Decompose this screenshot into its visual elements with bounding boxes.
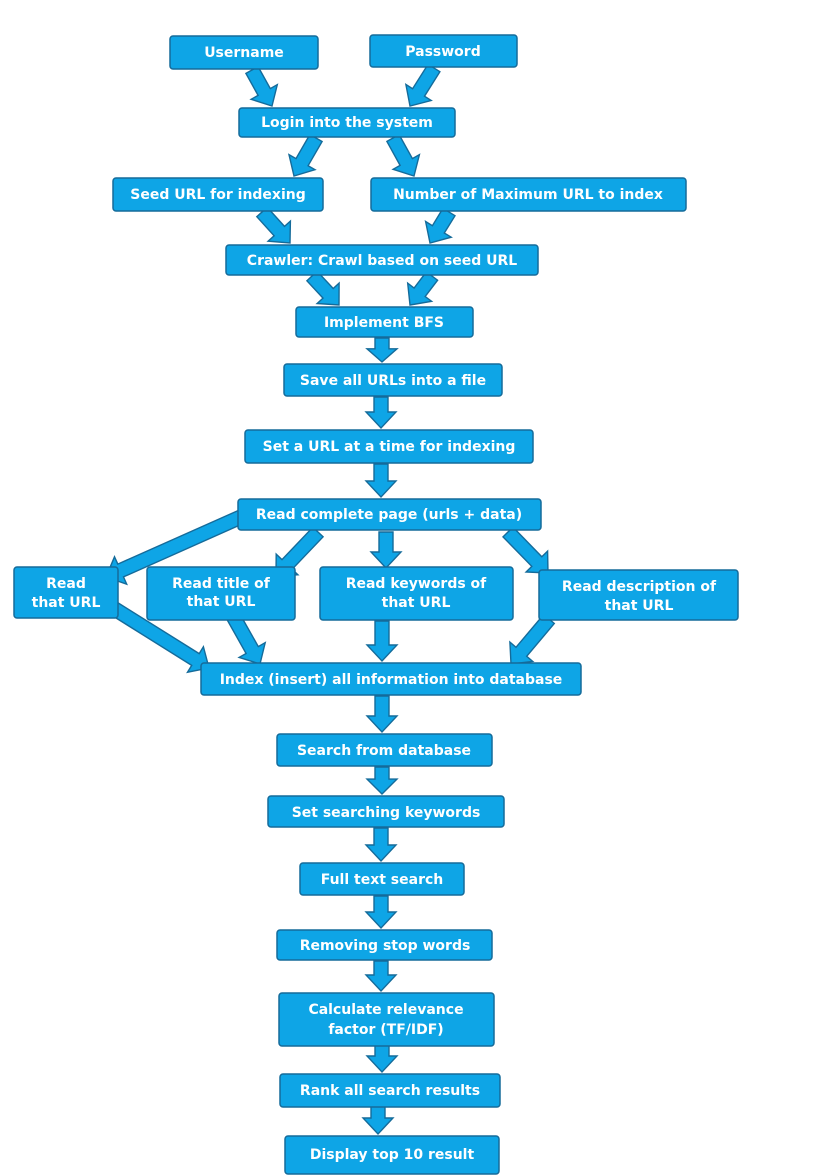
- seed-url-node: Seed URL for indexing: [112, 177, 324, 212]
- arrow-url-to-index: [105, 599, 210, 674]
- arrow-bfs-to-save: [365, 337, 399, 363]
- password-node: Password: [369, 34, 518, 68]
- arrow-max-to-crawler: [424, 207, 456, 244]
- password-label: Password: [405, 44, 480, 60]
- read-url-label-line1: Read: [46, 576, 86, 592]
- arrow-search-to-setkw: [365, 766, 399, 795]
- search-db-node: Search from database: [276, 733, 493, 767]
- save-urls-node: Save all URLs into a file: [283, 363, 503, 397]
- arrow-username-to-login: [244, 65, 279, 107]
- set-keywords-label: Set searching keywords: [292, 805, 481, 821]
- read-keywords-label-line1: Read keywords of: [346, 576, 487, 592]
- stop-words-label: Removing stop words: [300, 938, 471, 954]
- display-label: Display top 10 result: [310, 1147, 475, 1163]
- max-url-node: Number of Maximum URL to index: [370, 177, 687, 212]
- arrow-login-to-max: [385, 133, 421, 177]
- read-url-node: Read that URL: [13, 566, 119, 619]
- set-url-label: Set a URL at a time for indexing: [263, 439, 516, 455]
- arrow-setkw-to-full: [364, 827, 398, 863]
- read-description-label-line2: that URL: [605, 598, 674, 614]
- crawler-node: Crawler: Crawl based on seed URL: [225, 244, 539, 276]
- read-description-label-line1: Read description of: [562, 579, 717, 595]
- index-label: Index (insert) all information into data…: [220, 672, 563, 688]
- save-urls-label: Save all URLs into a file: [300, 373, 486, 389]
- full-text-label: Full text search: [321, 872, 444, 888]
- display-node: Display top 10 result: [284, 1135, 500, 1175]
- read-page-label: Read complete page (urls + data): [256, 507, 522, 523]
- arrow-set-to-read: [364, 463, 398, 499]
- arrow-login-to-seed: [287, 133, 324, 177]
- arrows-layer: [105, 63, 556, 1136]
- arrow-keywords-to-index: [365, 620, 399, 663]
- relevance-node: Calculate relevance factor (TF/IDF): [278, 992, 495, 1047]
- arrow-crawler-to-bfs-right: [406, 270, 439, 306]
- set-keywords-node: Set searching keywords: [267, 795, 505, 828]
- bfs-label: Implement BFS: [324, 315, 444, 331]
- arrow-index-to-search: [365, 695, 399, 734]
- arrow-save-to-set: [364, 396, 398, 430]
- bfs-node: Implement BFS: [295, 306, 474, 338]
- relevance-label-line1: Calculate relevance: [308, 1002, 463, 1018]
- read-keywords-label-line2: that URL: [382, 595, 451, 611]
- rank-label: Rank all search results: [300, 1083, 480, 1099]
- set-url-node: Set a URL at a time for indexing: [244, 429, 534, 464]
- login-node: Login into the system: [238, 107, 456, 138]
- arrow-seed-to-crawler: [255, 206, 292, 244]
- full-text-node: Full text search: [299, 862, 465, 896]
- arrow-full-to-stop: [364, 895, 398, 930]
- arrow-password-to-login: [404, 63, 441, 107]
- index-node: Index (insert) all information into data…: [200, 662, 582, 696]
- max-url-label: Number of Maximum URL to index: [393, 187, 663, 203]
- arrow-read-to-keywords: [369, 531, 403, 570]
- relevance-label-line2: factor (TF/IDF): [328, 1022, 443, 1038]
- arrow-stop-to-relevance: [364, 960, 398, 993]
- login-label: Login into the system: [261, 115, 433, 131]
- stop-words-node: Removing stop words: [276, 929, 493, 961]
- read-url-label-line2: that URL: [32, 595, 101, 611]
- arrow-read-to-desc: [502, 526, 549, 574]
- rank-node: Rank all search results: [279, 1073, 501, 1108]
- read-description-node: Read description of that URL: [538, 569, 739, 621]
- arrow-crawler-to-bfs: [305, 270, 340, 306]
- read-title-label-line2: that URL: [187, 594, 256, 610]
- read-title-label-line1: Read title of: [172, 576, 271, 592]
- arrow-desc-to-index: [509, 613, 556, 665]
- seed-url-label: Seed URL for indexing: [130, 187, 306, 203]
- username-label: Username: [204, 45, 284, 61]
- search-db-label: Search from database: [297, 743, 471, 759]
- read-keywords-node: Read keywords of that URL: [319, 566, 514, 621]
- crawler-label: Crawler: Crawl based on seed URL: [247, 253, 517, 269]
- read-title-node: Read title of that URL: [146, 566, 296, 621]
- username-node: Username: [169, 35, 319, 70]
- read-page-node: Read complete page (urls + data): [237, 498, 542, 531]
